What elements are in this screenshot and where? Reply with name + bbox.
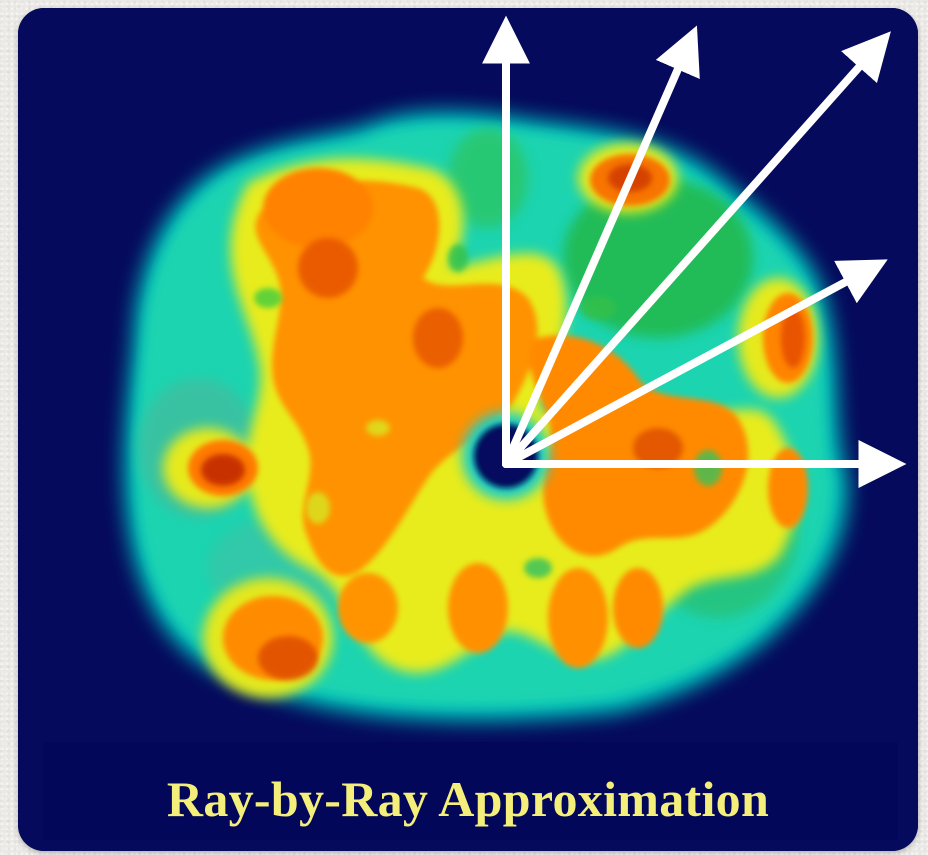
figure-frame: Ray-by-Ray Approximation (18, 8, 918, 851)
caption-bar: Ray-by-Ray Approximation (18, 728, 918, 851)
figure-caption: Ray-by-Ray Approximation (167, 770, 769, 828)
simulation-image (18, 8, 918, 851)
